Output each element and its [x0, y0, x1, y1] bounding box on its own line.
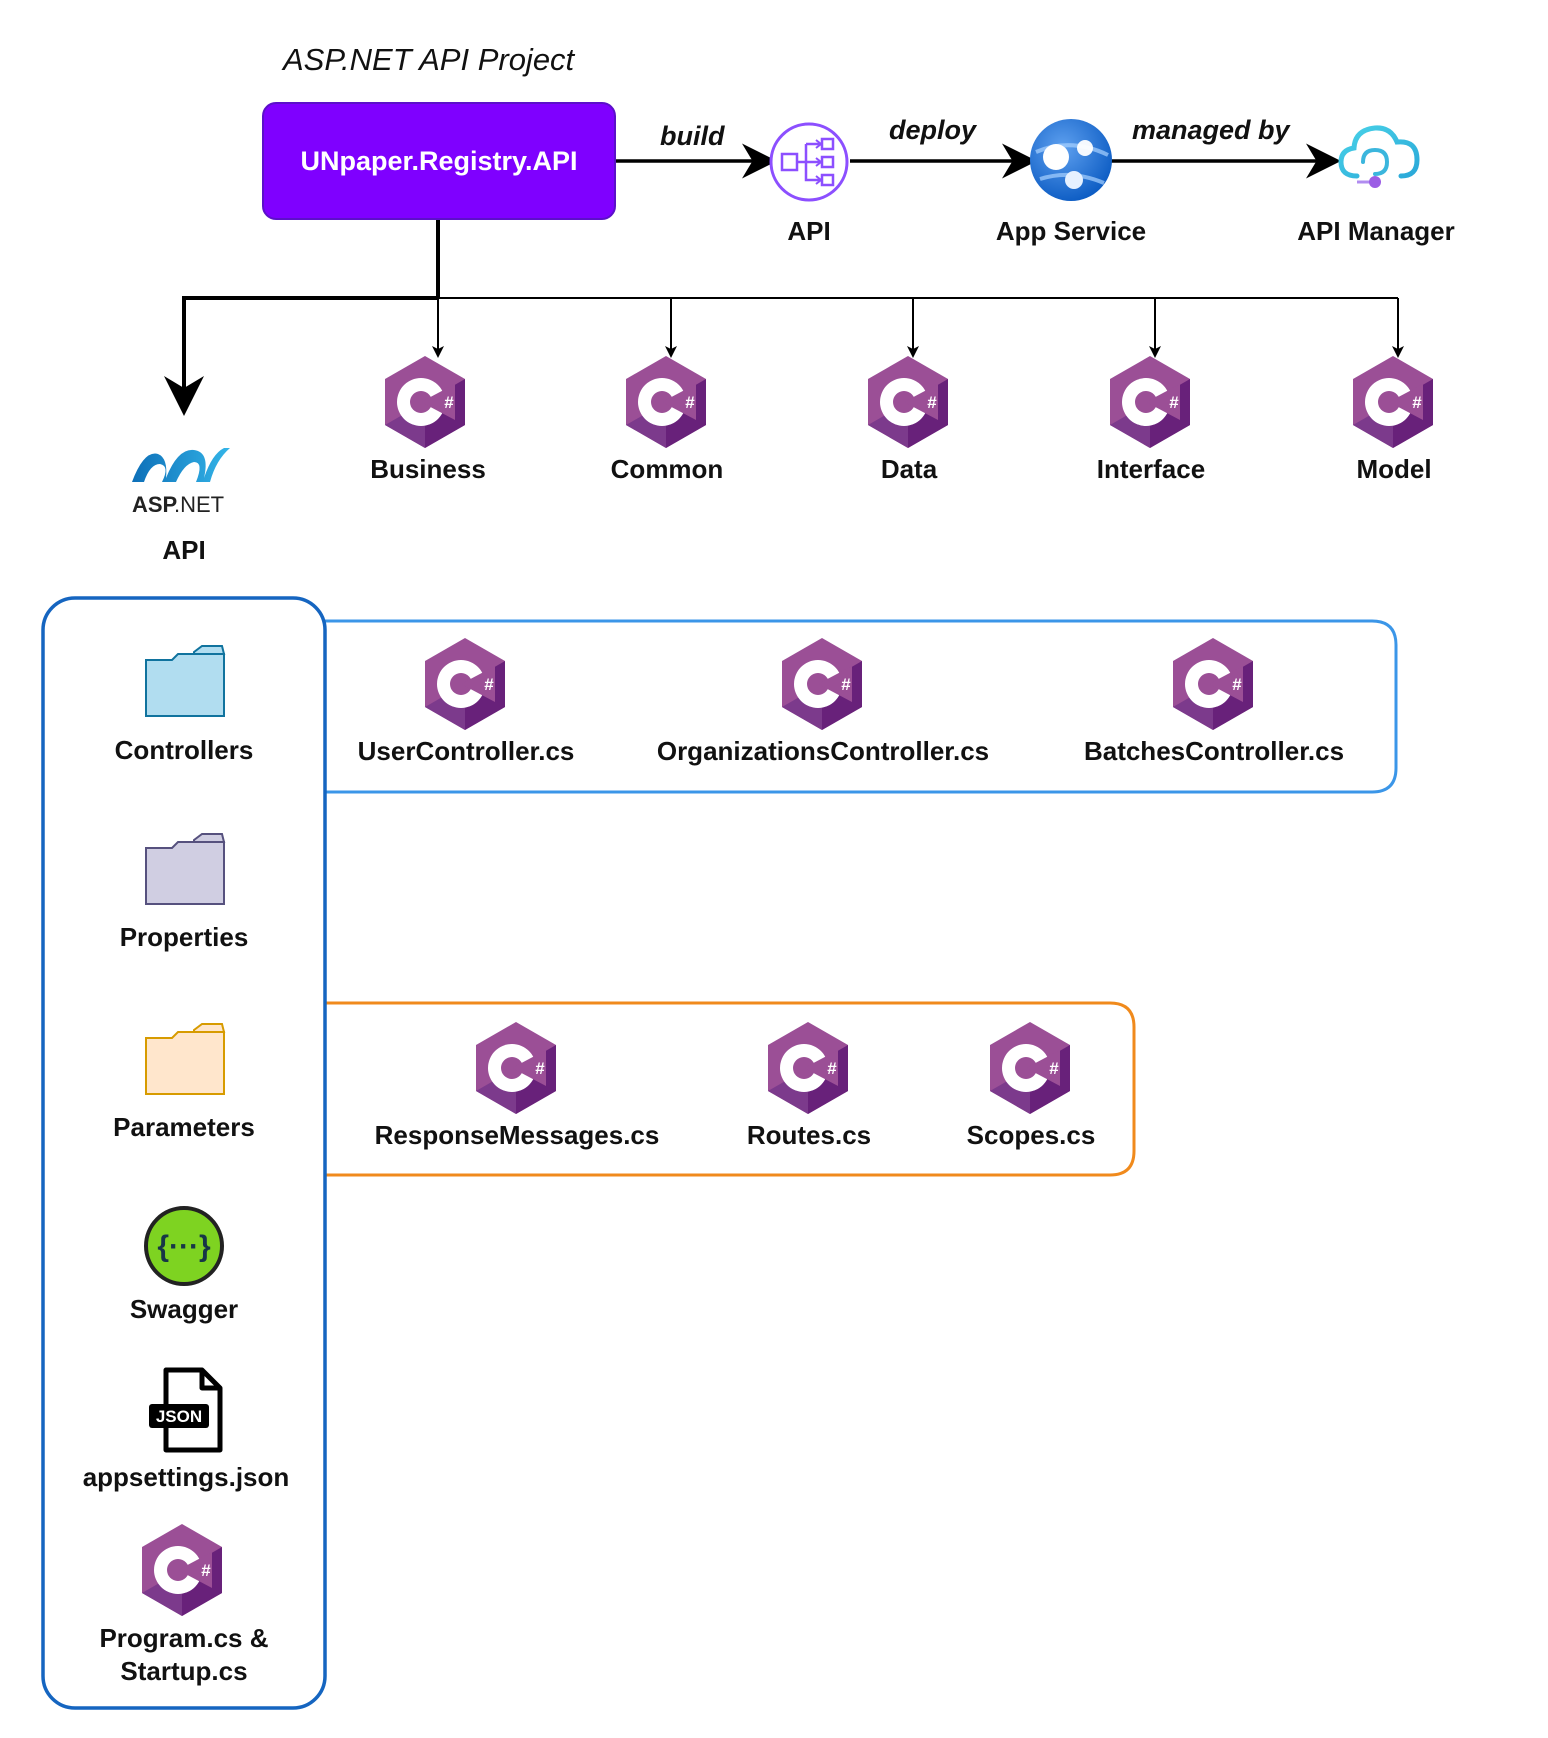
json-file-icon: JSON: [149, 1367, 223, 1453]
controllers-group-box: [320, 619, 1398, 794]
csharp-icon: [782, 638, 862, 730]
file-routes[interactable]: Routes.cs: [746, 1120, 872, 1150]
folder-icon: [145, 833, 226, 905]
csharp-icon: [425, 638, 505, 730]
file-batches-controller[interactable]: BatchesController.cs: [1083, 736, 1345, 766]
csharp-icon: [1353, 356, 1433, 448]
csharp-icon: [1110, 356, 1190, 448]
csharp-icon: [626, 356, 706, 448]
edge-label-managed-by: managed by: [1132, 115, 1290, 145]
folder-controllers[interactable]: Controllers: [114, 735, 254, 765]
svg-text:{···}: {···}: [157, 1230, 211, 1263]
csharp-icon: [1173, 638, 1253, 730]
file-response-messages[interactable]: ResponseMessages.cs: [374, 1120, 660, 1150]
csharp-icon: [385, 356, 465, 448]
json-badge: JSON: [156, 1407, 202, 1426]
folder-parameters[interactable]: Parameters: [113, 1112, 255, 1142]
csharp-icon: [768, 1022, 848, 1114]
swagger-label[interactable]: Swagger: [129, 1294, 239, 1324]
project-model[interactable]: Model: [1356, 454, 1432, 484]
project-common[interactable]: Common: [610, 454, 724, 484]
project-data[interactable]: Data: [880, 454, 938, 484]
folder-icon: [145, 645, 226, 717]
node-label-api-manager: API Manager: [1297, 216, 1455, 246]
program-label: Program.cs &: [99, 1623, 269, 1653]
csharp-icon: [476, 1022, 556, 1114]
project-title: ASP.NET API Project: [283, 42, 575, 77]
folder-properties[interactable]: Properties: [119, 922, 249, 952]
swagger-icon: {···}: [144, 1206, 224, 1286]
file-scopes[interactable]: Scopes.cs: [966, 1120, 1096, 1150]
program-startup-label[interactable]: Program.cs & Startup.cs: [64, 1622, 304, 1688]
api-folder-panel: [41, 596, 327, 1710]
csharp-icon: [990, 1022, 1070, 1114]
main-project-label: UNpaper.Registry.API: [300, 145, 578, 176]
aspnet-logo-icon: ASP .NET: [132, 448, 230, 517]
appsettings-label[interactable]: appsettings.json: [82, 1462, 290, 1492]
svg-text:.NET: .NET: [174, 492, 224, 517]
api-gateway-icon[interactable]: [768, 121, 850, 203]
project-business[interactable]: Business: [370, 454, 486, 484]
node-label-app-service: App Service: [995, 216, 1147, 246]
parameters-group-box: [320, 1001, 1136, 1177]
file-user-controller[interactable]: UserController.cs: [357, 736, 575, 766]
main-project-node[interactable]: UNpaper.Registry.API: [262, 102, 616, 220]
aspnet-logo-text: ASP: [132, 492, 177, 517]
startup-label: Startup.cs: [120, 1656, 248, 1686]
csharp-icon: [142, 1524, 222, 1616]
edge-label-deploy: deploy: [889, 115, 977, 145]
api-project-label[interactable]: API: [162, 535, 206, 565]
api-manager-cloud-icon[interactable]: [1337, 120, 1423, 202]
project-interface[interactable]: Interface: [1096, 454, 1206, 484]
file-organizations-controller[interactable]: OrganizationsController.cs: [656, 736, 990, 766]
edge-label-build: build: [660, 121, 725, 151]
csharp-icon: [868, 356, 948, 448]
folder-icon: [145, 1023, 226, 1095]
app-service-icon[interactable]: [1028, 117, 1114, 203]
node-label-api: API: [787, 216, 831, 246]
